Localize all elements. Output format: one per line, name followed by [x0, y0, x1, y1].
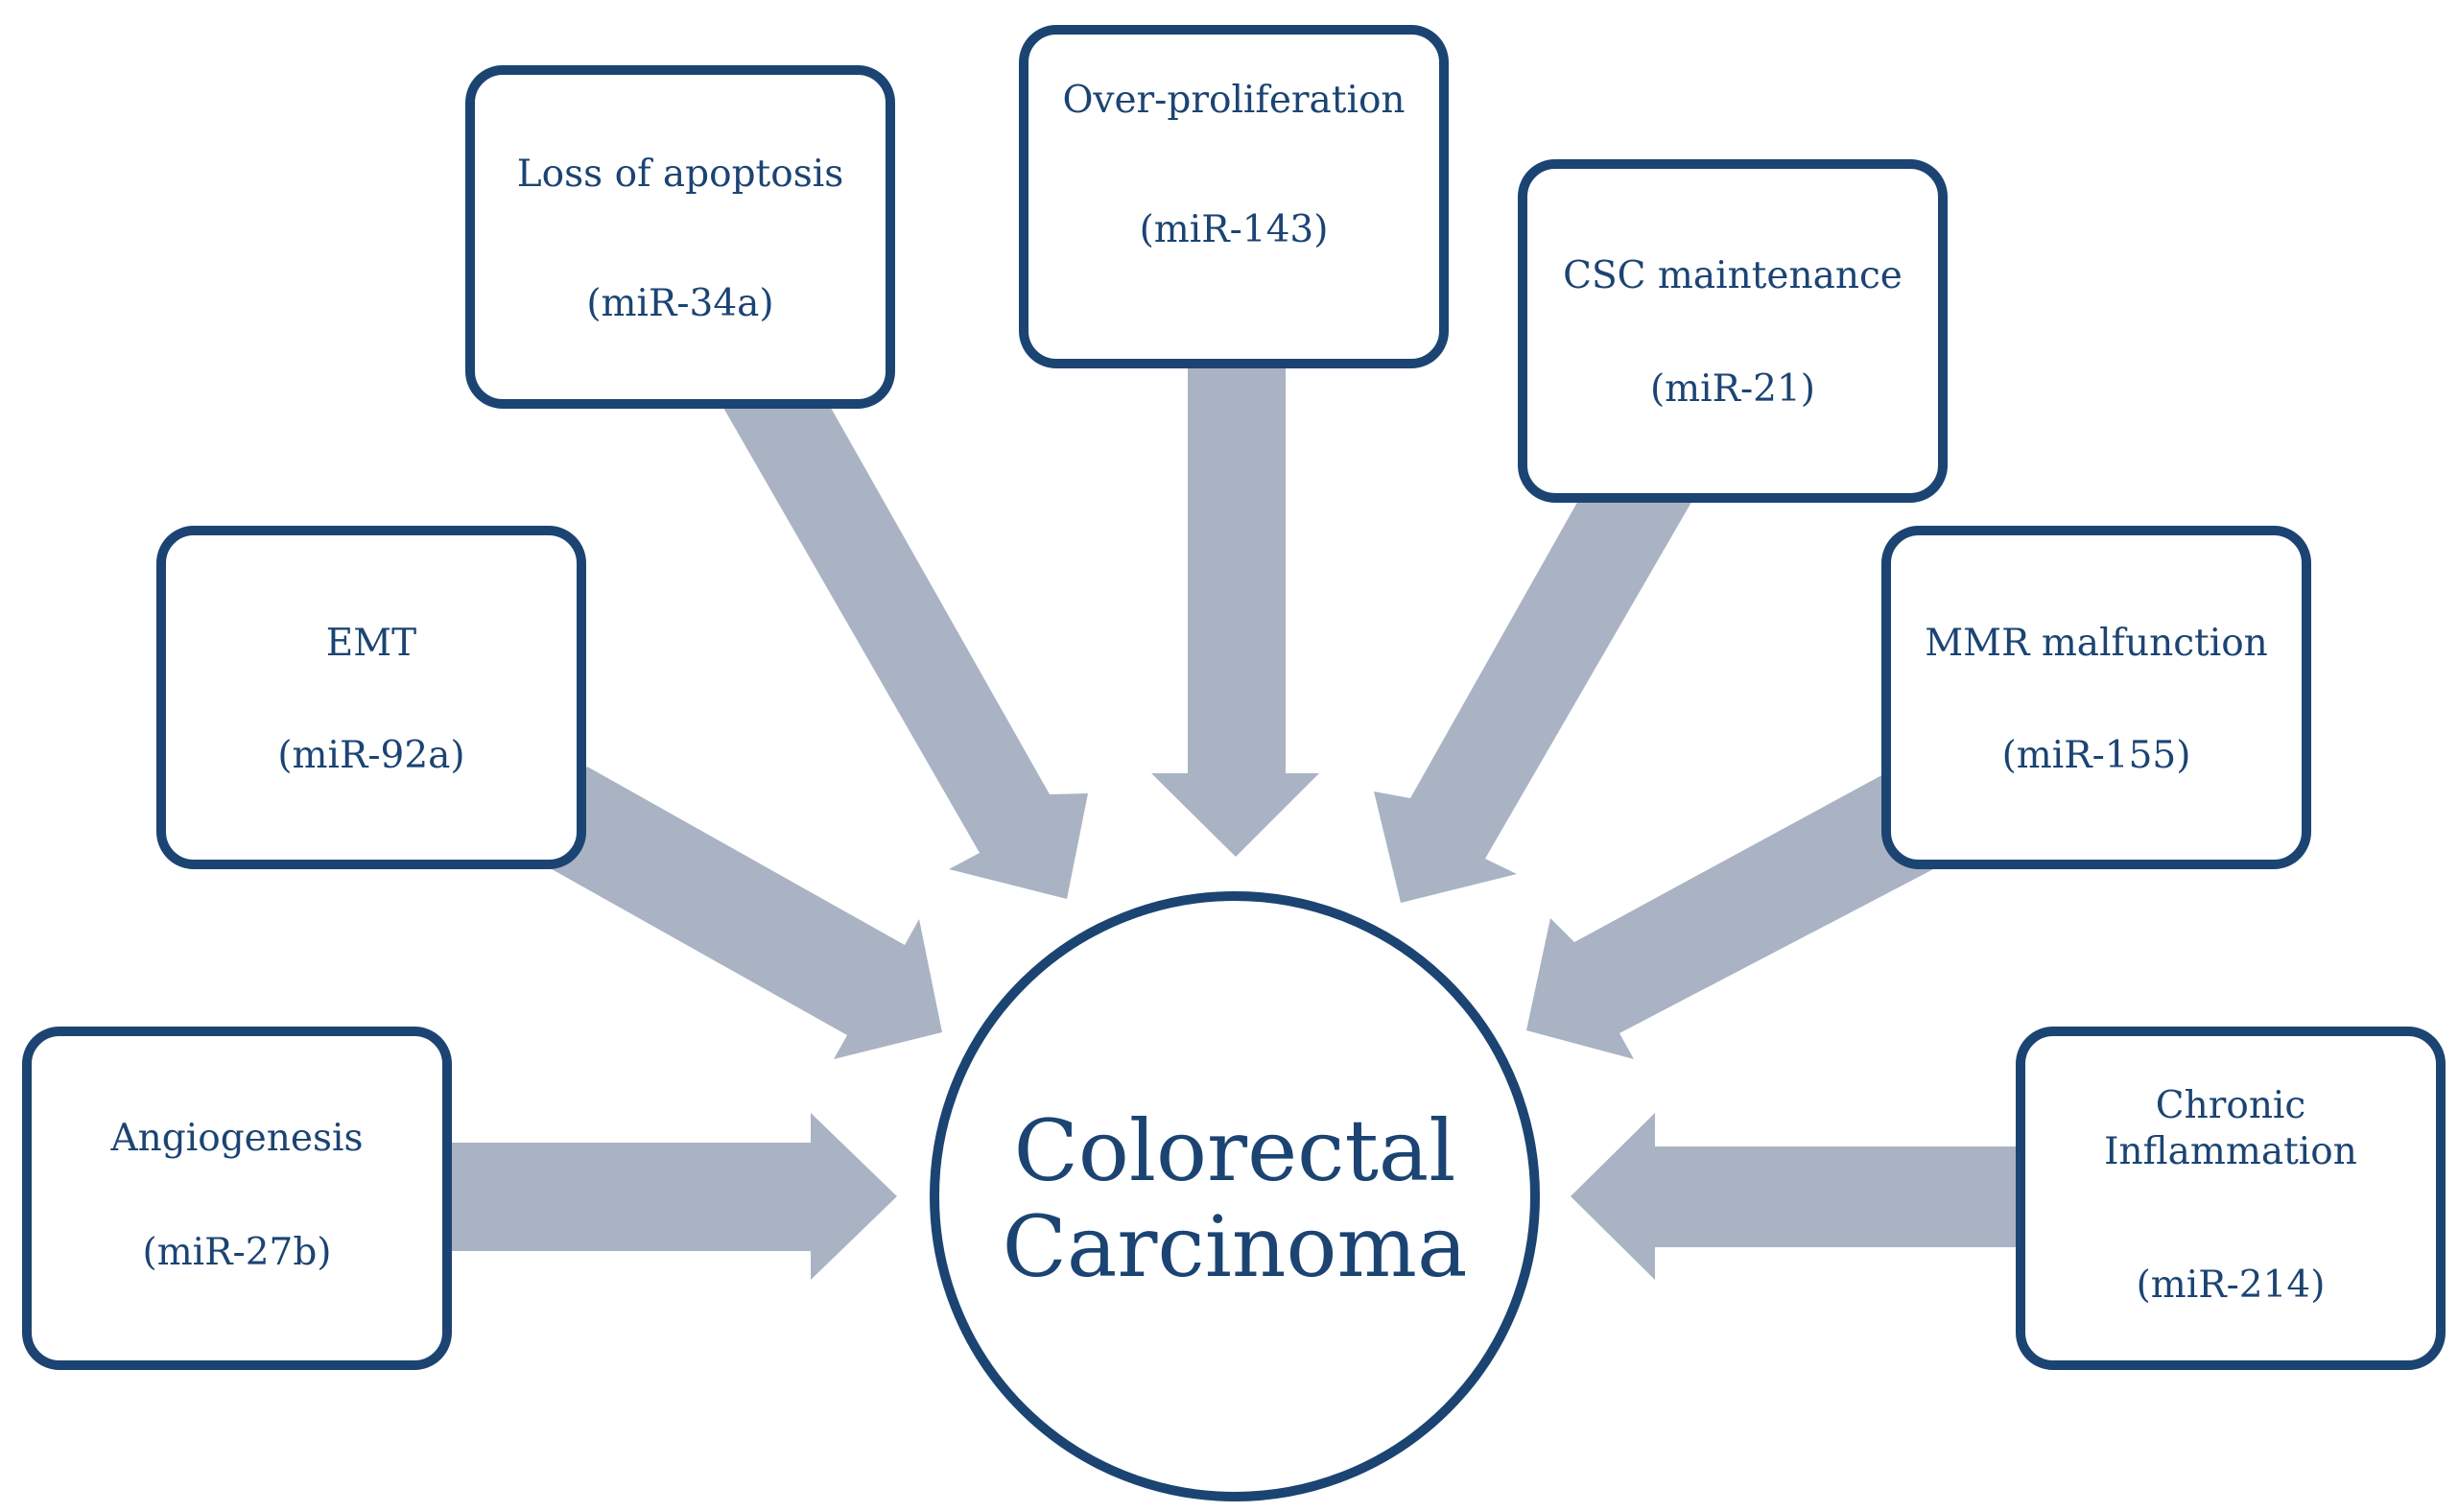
node-mirna: (miR-92a): [277, 734, 464, 777]
hub-circle: [930, 891, 1540, 1501]
node-over-proliferation: Over-proliferation (miR-143): [1019, 25, 1449, 368]
node-title: Over-proliferation: [1062, 79, 1405, 122]
node-chronic-inflammation: Chronic Inflammation (miR-214): [2016, 1027, 2446, 1370]
node-title: EMT: [326, 622, 416, 665]
hub-colorectal-carcinoma: Colorectal Carcinoma: [930, 891, 1540, 1501]
node-title-line1: Chronic: [2156, 1084, 2306, 1127]
node-loss-of-apoptosis: Loss of apoptosis (miR-34a): [465, 65, 895, 409]
node-title: CSC maintenance: [1563, 254, 1903, 297]
arrow-over-proliferation: [1151, 368, 1319, 857]
node-box: [1881, 526, 2311, 869]
node-box: [1518, 159, 1948, 503]
node-box: [1019, 25, 1449, 368]
node-emt: EMT (miR-92a): [156, 526, 586, 869]
node-box: [156, 526, 586, 869]
hub-title-line2: Carcinoma: [1003, 1197, 1468, 1296]
arrow-csc-maintenance: [1374, 499, 1693, 903]
node-mirna: (miR-27b): [142, 1231, 331, 1274]
node-mirna: (miR-34a): [586, 282, 773, 325]
node-mirna: (miR-214): [2137, 1264, 2326, 1307]
node-mirna: (miR-21): [1650, 367, 1815, 411]
arrow-emt: [530, 767, 942, 1059]
hub-title-line1: Colorectal: [1014, 1101, 1456, 1200]
node-title-line2: Inflammation: [2104, 1130, 2357, 1173]
node-title: Angiogenesis: [110, 1117, 364, 1160]
arrow-mmr-malfunction: [1526, 767, 1957, 1059]
arrow-loss-of-apoptosis: [723, 408, 1088, 899]
node-angiogenesis: Angiogenesis (miR-27b): [22, 1027, 452, 1370]
node-mirna: (miR-143): [1140, 208, 1329, 251]
node-mmr-malfunction: MMR malfunction (miR-155): [1881, 526, 2311, 869]
node-box: [22, 1027, 452, 1370]
node-csc-maintenance: CSC maintenance (miR-21): [1518, 159, 1948, 503]
arrow-angiogenesis: [451, 1113, 897, 1280]
node-title: Loss of apoptosis: [517, 153, 843, 196]
node-box: [465, 65, 895, 409]
node-title: MMR malfunction: [1925, 622, 2268, 665]
node-mirna: (miR-155): [2002, 734, 2191, 777]
arrow-chronic-inflammation: [1571, 1113, 2024, 1280]
node-box: [2016, 1027, 2446, 1370]
arrows-layer: [451, 368, 2024, 1280]
